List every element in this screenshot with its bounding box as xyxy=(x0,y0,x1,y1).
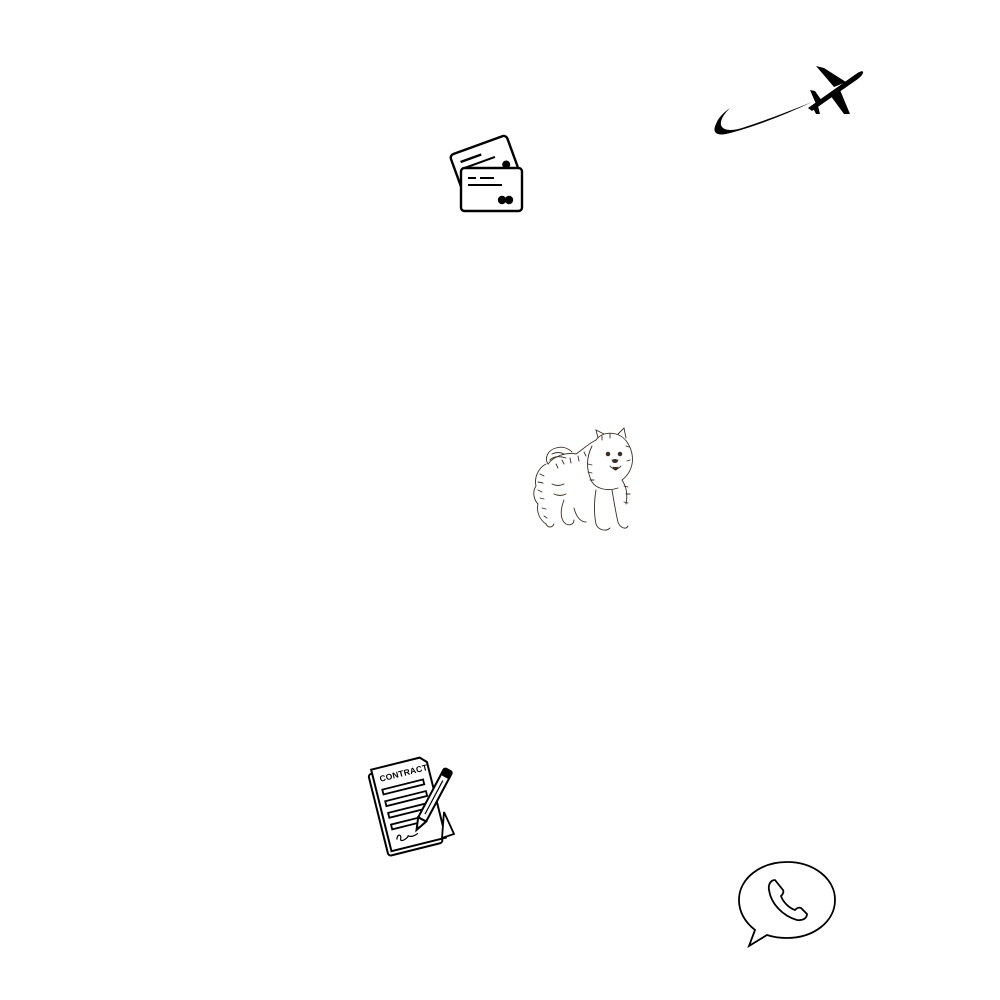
phone-chat-bubble-icon xyxy=(738,861,836,949)
credit-cards-icon xyxy=(449,134,524,213)
airplane-icon xyxy=(714,66,864,135)
contract-document-icon: CONTRACT xyxy=(367,756,456,857)
pomeranian-dog-sketch xyxy=(533,427,633,531)
